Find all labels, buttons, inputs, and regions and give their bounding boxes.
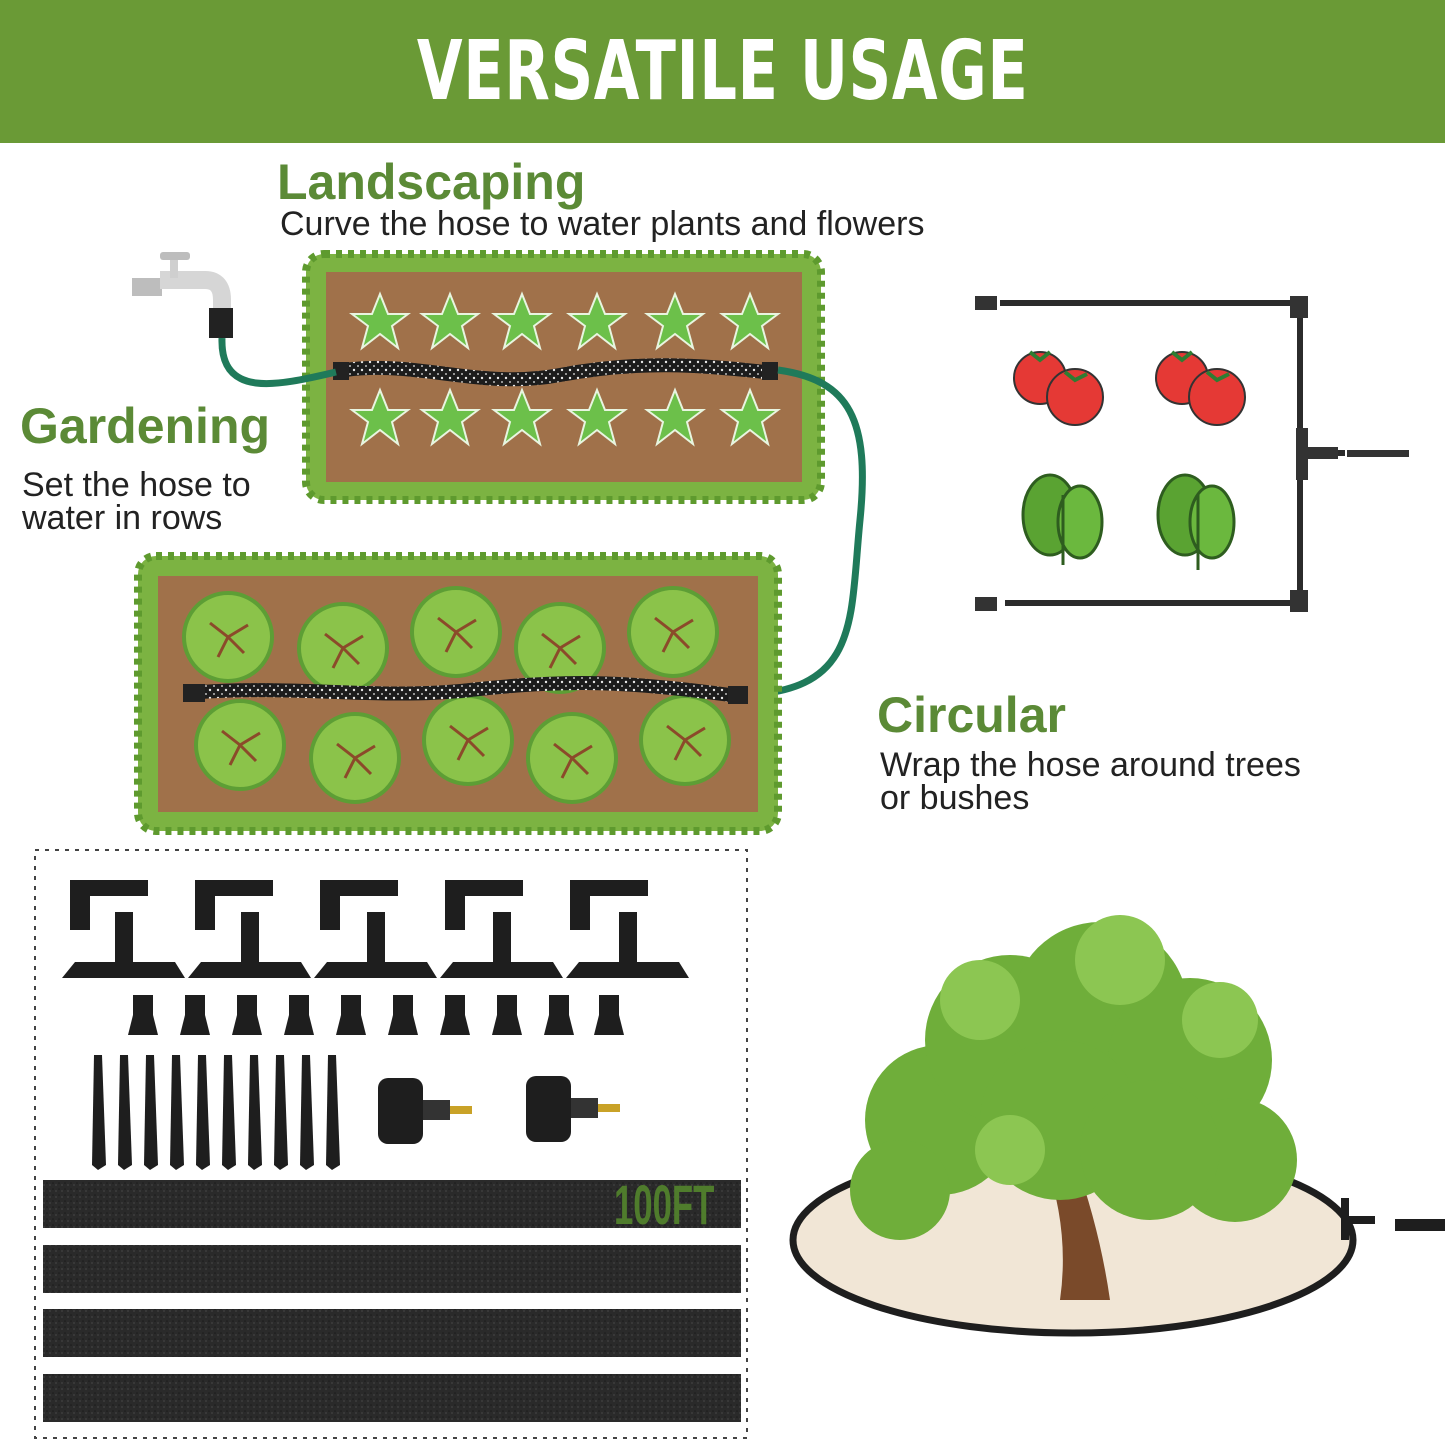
gardening-desc-line1: Set the hose to <box>22 466 251 504</box>
gardening-title: Gardening <box>20 398 271 454</box>
pipe-fittings <box>975 296 1409 612</box>
supply-hose <box>218 337 337 388</box>
soaker-hose-lower <box>199 676 731 702</box>
landscaping-desc: Curve the hose to water plants and flowe… <box>280 205 925 243</box>
hose-length-label: 100FT <box>614 1173 715 1236</box>
banner: VERSATILE USAGE <box>0 0 1445 143</box>
tree-icon <box>789 915 1445 1337</box>
faucet-icon <box>132 252 233 338</box>
circular-desc-line1: Wrap the hose around trees <box>880 746 1301 784</box>
end-plugs <box>128 995 624 1035</box>
gardening-desc-line2: water in rows <box>22 499 223 537</box>
leafy-plants-row <box>349 291 781 447</box>
pipe-frame <box>1000 300 1345 606</box>
garden-bed-lower <box>134 552 782 835</box>
straight-stakes <box>92 1055 340 1170</box>
tee-connectors <box>62 912 689 978</box>
garden-bed-upper <box>302 250 825 504</box>
spinach-icon <box>1021 473 1236 570</box>
hose-adapters <box>378 1076 620 1144</box>
landscaping-title: Landscaping <box>277 154 586 210</box>
soaker-hose-coils <box>43 1180 741 1422</box>
circular-title: Circular <box>877 687 1066 743</box>
circular-desc-line2: or bushes <box>880 779 1030 817</box>
tomato-icon <box>1013 350 1246 426</box>
elbow-connectors <box>70 880 648 930</box>
connector-hose <box>744 366 866 699</box>
soaker-hose-upper <box>344 358 766 387</box>
banner-title: VERSATILE USAGE <box>416 24 1029 119</box>
